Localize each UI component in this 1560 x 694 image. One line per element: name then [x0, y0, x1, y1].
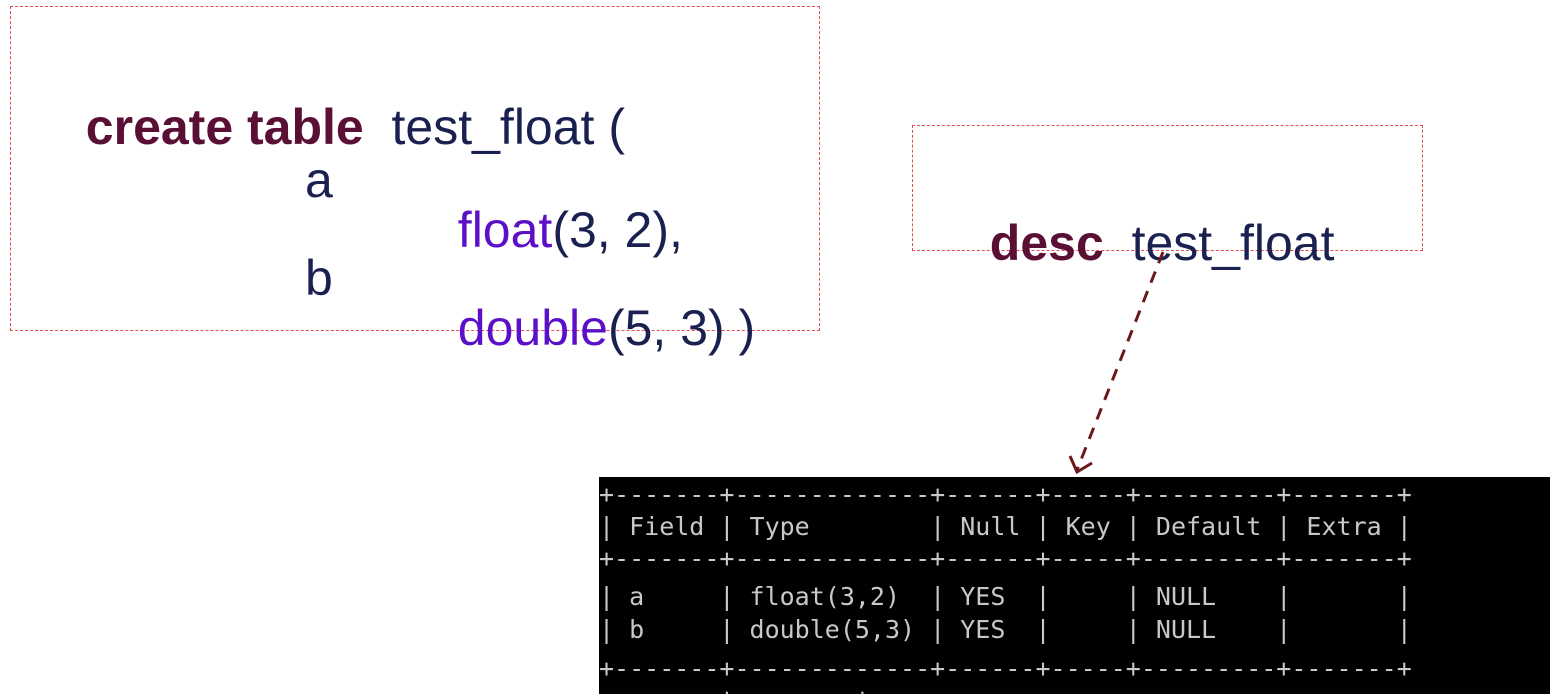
terminal-line: +-------+-------------+------+-----+----… — [599, 544, 1412, 573]
desc-table-name: test_float — [1131, 215, 1335, 271]
create-line-1: create table test_float ( — [58, 52, 625, 152]
column-b-type: double — [457, 300, 608, 356]
terminal-line: +-------+-------------+------+-----+----… — [599, 480, 1412, 509]
desc-box — [912, 125, 1423, 251]
terminal-header-row: | Field | Type | Null | Key | Default | … — [599, 512, 1412, 541]
create-table-keyword: create table — [85, 99, 364, 155]
column-a-definition: float(3, 2), — [430, 155, 683, 255]
terminal-output: +-------+-------------+------+-----+----… — [599, 477, 1550, 694]
column-b-name: b — [305, 250, 333, 306]
terminal-row-b: | b | double(5,3) | YES | | NULL | | — [599, 615, 1412, 644]
create-table-name: test_float ( — [391, 99, 625, 155]
column-a-name: a — [305, 152, 333, 208]
terminal-row-a: | a | float(3,2) | YES | | NULL | | — [599, 582, 1412, 611]
dashed-arrow-line — [1075, 251, 1165, 471]
desc-keyword: desc — [989, 215, 1104, 271]
column-b-args: (5, 3) ) — [607, 300, 756, 356]
column-a-type: float — [457, 202, 553, 258]
column-a-args: (3, 2), — [552, 202, 683, 258]
terminal-line: + + — [599, 685, 870, 694]
column-b-definition: double(5, 3) ) — [430, 253, 755, 353]
terminal-line: +-------+-------------+------+-----+----… — [599, 654, 1412, 683]
arrow-head-icon — [1068, 455, 1093, 475]
create-table-box — [10, 6, 820, 331]
desc-line: desc test_float — [962, 168, 1335, 271]
